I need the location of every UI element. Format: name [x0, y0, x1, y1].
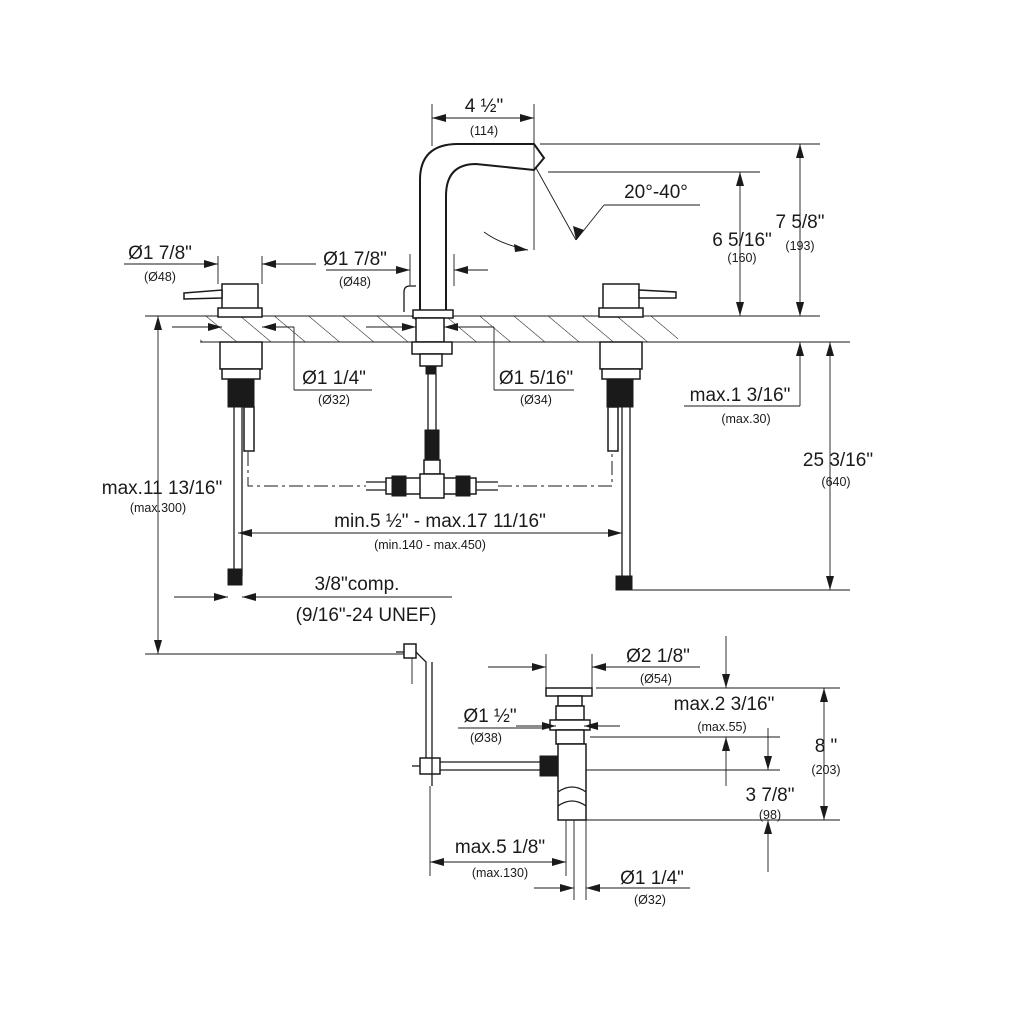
spout-hole-label: Ø1 5/16" [499, 368, 573, 389]
spout-reach-mm: (114) [470, 124, 498, 138]
pop-up-drain [396, 643, 593, 821]
handle-hole-mm: (Ø32) [318, 393, 350, 407]
spout-height-mm: (160) [727, 251, 756, 265]
spout-angle-label: 20°-40° [624, 182, 688, 203]
drain-height-mm: (203) [811, 763, 840, 777]
hose-length-mm: (640) [821, 475, 850, 489]
drain-flange-mm: (Ø54) [640, 672, 672, 686]
deck-thickness-mm: (max.30) [721, 412, 770, 426]
dimension-lines [124, 104, 850, 900]
spread-label: min.5 ½" - max.17 11/16" [334, 511, 546, 532]
handle-diameter-mm: (Ø48) [144, 270, 176, 284]
spout-hole-mm: (Ø34) [520, 393, 552, 407]
drain-height-label: 8 " [815, 736, 838, 757]
spout-base-diameter-label: Ø1 7/8" [323, 249, 387, 270]
overall-height-label: 7 5/8" [775, 212, 824, 233]
tee-connector [247, 452, 613, 499]
spout-base-diameter-mm: (Ø48) [339, 275, 371, 289]
max-below-deck-mm: (max.300) [130, 501, 186, 515]
tailpiece-label: Ø1 1/4" [620, 868, 684, 889]
pop-up-reach-label: max.5 1/8" [455, 837, 545, 858]
spread-mm: (min.140 - max.450) [374, 538, 486, 552]
drain-max-depth-mm: (max.55) [697, 720, 746, 734]
drain-flange-label: Ø2 1/8" [626, 646, 690, 667]
handle-hole-label: Ø1 1/4" [302, 368, 366, 389]
handle-diameter-label: Ø1 7/8" [128, 243, 192, 264]
drain-outlet-height-mm: (98) [759, 808, 781, 822]
tailpiece-mm: (Ø32) [634, 893, 666, 907]
drain-body-mm: (Ø38) [470, 731, 502, 745]
max-below-deck-label: max.11 13/16" [102, 478, 222, 499]
drain-max-depth-label: max.2 3/16" [674, 694, 775, 715]
hose-length-label: 25 3/16" [803, 450, 873, 471]
right-handle-valve [598, 283, 677, 591]
drain-outlet-height-label: 3 7/8" [745, 785, 794, 806]
spout-height-label: 6 5/16" [712, 230, 772, 251]
connection-thread: (9/16"-24 UNEF) [296, 605, 437, 626]
overall-height-mm: (193) [785, 239, 814, 253]
spout-reach-label: 4 ½" [465, 96, 503, 117]
deck-thickness-label: max.1 3/16" [690, 385, 791, 406]
pop-up-reach-mm: (max.130) [472, 866, 528, 880]
left-handle-valve [183, 283, 263, 586]
dimension-labels: 4 ½" (114) 20°-40° 6 5/16" (160) 7 5/8" … [102, 96, 873, 907]
drain-body-label: Ø1 ½" [463, 706, 516, 727]
connection-label: 3/8"comp. [315, 574, 400, 595]
countertop-section [145, 315, 850, 343]
spout [403, 143, 546, 475]
